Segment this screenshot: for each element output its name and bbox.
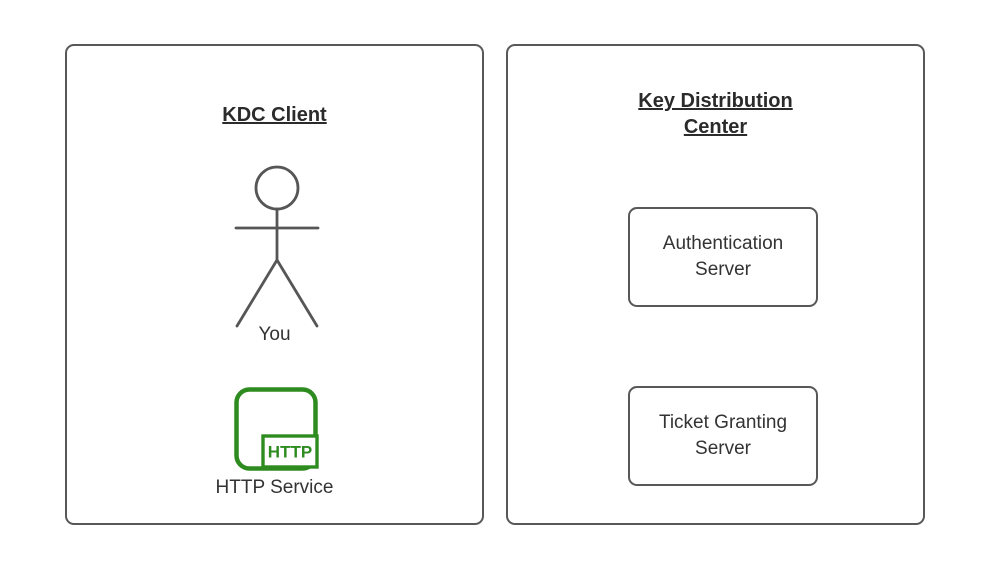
node-authentication-server: Authentication Server bbox=[628, 207, 818, 307]
kdc-client-title: KDC Client bbox=[67, 102, 482, 128]
actor-left-leg bbox=[235, 258, 279, 328]
actor-head bbox=[254, 165, 300, 211]
panel-kdc-client: KDC Client You HTTP HTTP Service bbox=[65, 44, 484, 525]
actor-label: You bbox=[258, 324, 291, 345]
person-actor-icon bbox=[234, 165, 320, 328]
http-badge-label: HTTP bbox=[268, 443, 312, 462]
kdc-client-title-text: KDC Client bbox=[222, 104, 327, 126]
ticket-granting-server-label: Ticket Granting Server bbox=[658, 412, 788, 459]
http-service-label: HTTP Service bbox=[215, 477, 334, 498]
authentication-server-label: Authentication Server bbox=[662, 233, 784, 280]
http-service-icon: HTTP bbox=[234, 387, 319, 471]
http-badge-box bbox=[261, 434, 319, 469]
actor-right-leg bbox=[275, 258, 319, 328]
kdc-title-text: Key Distribution Center bbox=[638, 90, 793, 138]
node-ticket-granting-server: Ticket Granting Server bbox=[628, 386, 818, 486]
panel-key-distribution-center: Key Distribution Center Authentication S… bbox=[506, 44, 925, 525]
kdc-title: Key Distribution Center bbox=[508, 88, 923, 140]
